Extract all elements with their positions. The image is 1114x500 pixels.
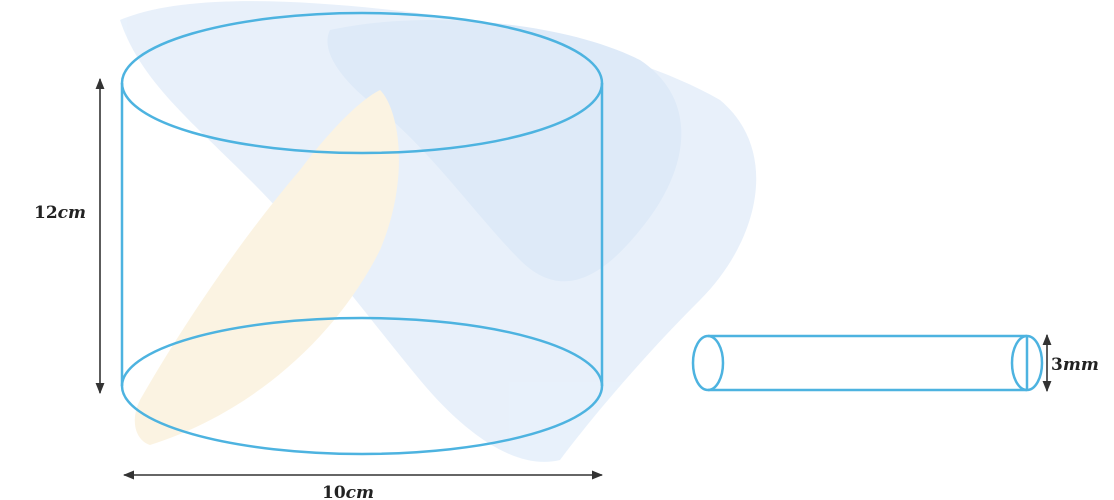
- background-watermark: [120, 1, 757, 462]
- watermark-blue-shape-inner: [327, 20, 682, 282]
- height-label: 12cm: [34, 203, 86, 223]
- watermark-orange-shape: [134, 90, 399, 445]
- large-cylinder: [120, 11, 604, 456]
- diameter-label: 10cm: [322, 483, 374, 500]
- small-cylinder: [691, 334, 1044, 392]
- small-diameter-label: 3mm: [1051, 355, 1099, 375]
- small-cylinder-left-end: [691, 334, 725, 392]
